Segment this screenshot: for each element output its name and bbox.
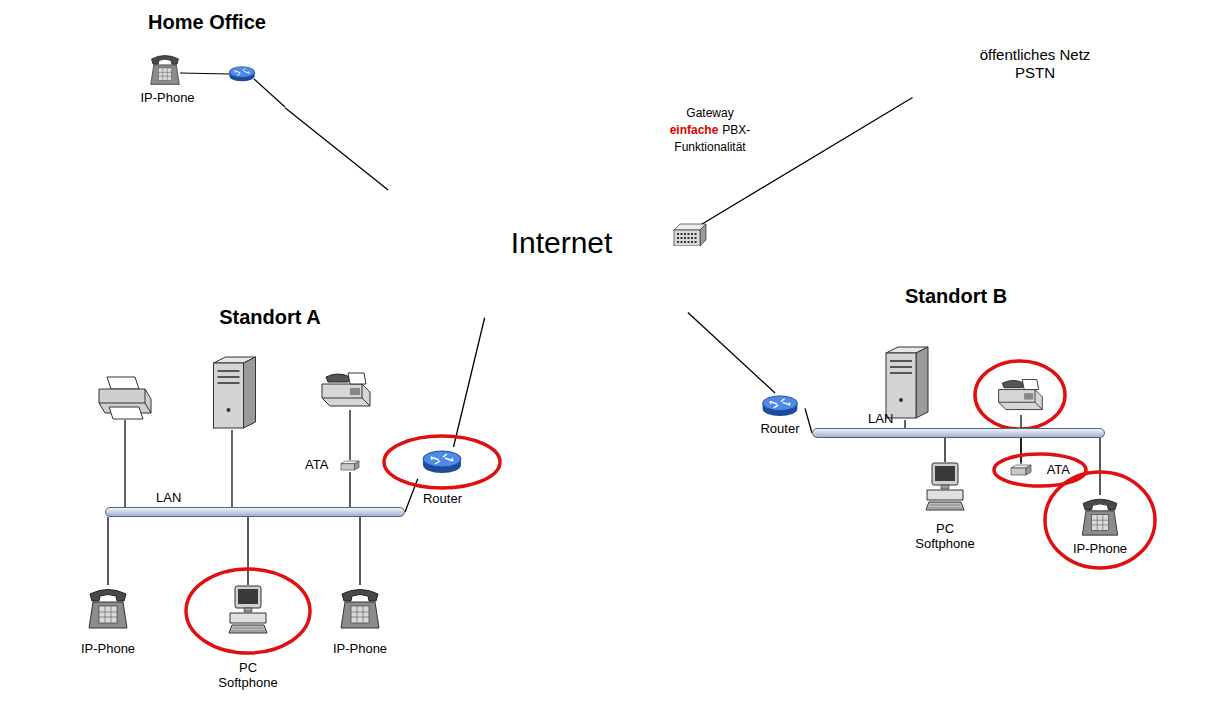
router: Router <box>755 393 805 437</box>
device-label: Router <box>423 491 462 507</box>
ellipse-outline <box>107 38 307 120</box>
network-link <box>944 438 945 462</box>
device-label: PC Softphone <box>910 521 980 552</box>
router: Router <box>415 447 470 507</box>
ip-phone: IP-Phone <box>135 52 200 106</box>
cloud-label: Internet <box>511 225 613 261</box>
lan-bus: LAN <box>105 507 405 517</box>
ellipse-outline <box>705 312 1207 725</box>
site-ellipse: Home OfficeIP-Phone <box>107 38 307 120</box>
ip-phone: IP-Phone <box>325 585 395 657</box>
gateway-label: Gateway <box>645 106 775 121</box>
device-label: IP-Phone <box>81 641 135 657</box>
cloud-label: öffentliches Netz PSTN <box>960 46 1110 82</box>
device-wires <box>125 73 1021 507</box>
device-label: ATA <box>1047 462 1070 478</box>
network-link <box>1099 438 1100 495</box>
ata-adapter: ATA <box>305 458 362 472</box>
site-ellipse: Standort ALANATARouterIP-PhonePC Softpho… <box>2 333 538 725</box>
network-link <box>107 517 108 585</box>
device-label: ATA <box>305 457 328 473</box>
device-icons <box>89 56 1118 634</box>
ip-phone: IP-Phone <box>1070 495 1130 557</box>
site-title: Standort B <box>705 284 1207 308</box>
network-cloud: InternetGatewayeinfachePBX-Funktionalitä… <box>348 155 775 330</box>
ellipse-outline <box>2 333 538 725</box>
lan-bus: LAN <box>812 428 1105 438</box>
network-link <box>247 517 248 585</box>
network-link <box>349 472 350 507</box>
device-label: Router <box>760 421 799 437</box>
site-title: Home Office <box>107 10 307 34</box>
network-link <box>359 517 360 585</box>
device-label: IP-Phone <box>140 90 194 106</box>
gateway-label: einfache <box>670 123 719 137</box>
gateway: GatewayeinfachePBX-Funktionalität <box>645 106 775 250</box>
device-label: IP-Phone <box>333 641 387 657</box>
device-label: PC Softphone <box>213 660 283 691</box>
ip-phone: IP-Phone <box>78 585 138 657</box>
bus-label: LAN <box>868 411 893 427</box>
network-link <box>688 313 775 394</box>
network-link <box>285 108 388 190</box>
pc-softphone: PC Softphone <box>905 462 985 552</box>
device-label: IP-Phone <box>1073 541 1127 557</box>
bus-label: LAN <box>156 490 181 506</box>
pc-softphone: PC Softphone <box>208 585 288 691</box>
network-link <box>805 408 812 433</box>
network-cloud: öffentliches Netz PSTN <box>880 12 1190 115</box>
ata-adapter: ATA <box>1008 462 1070 478</box>
site-ellipse: Standort BRouterLANATAPC SoftphoneIP-Pho… <box>705 312 1207 725</box>
site-title: Standort A <box>2 305 538 329</box>
network-link <box>454 318 485 447</box>
